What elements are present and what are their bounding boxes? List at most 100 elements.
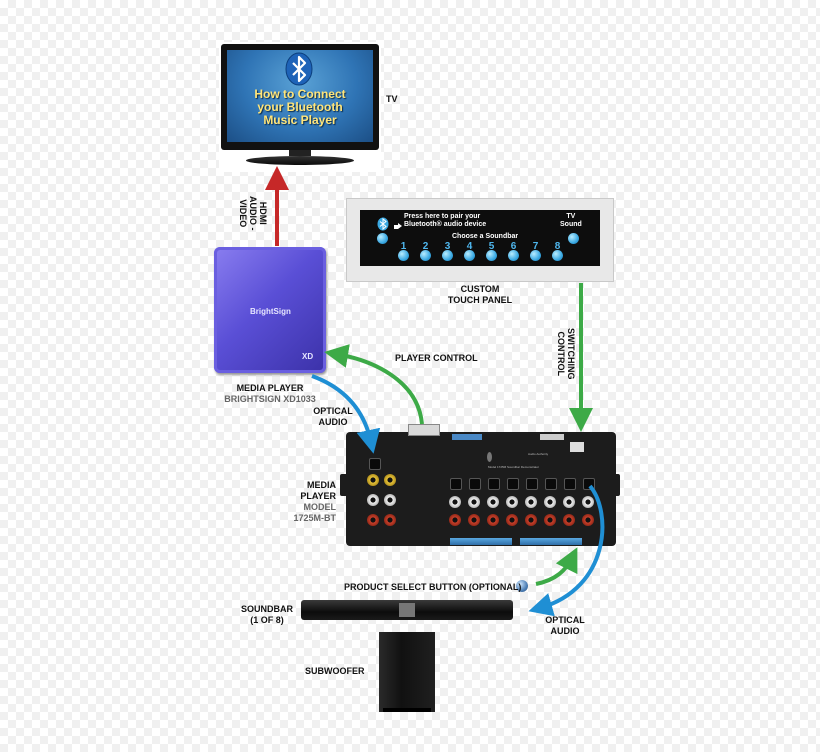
tv-screen-text: How to Connect your Bluetooth Music Play… [227, 88, 373, 127]
hdmi-label-line-2: AUDIO - [248, 196, 258, 231]
tv-sound-button[interactable] [568, 233, 579, 244]
controller-mount-left [340, 474, 348, 496]
tv-sound-line-2: Sound [560, 221, 582, 228]
soundbar-button-2-label: 2 [422, 241, 429, 252]
right-output-2[interactable] [468, 514, 480, 526]
left-output-4[interactable] [506, 496, 518, 508]
tv-screen-line-1: How to Connect [254, 87, 346, 101]
input-left-jack-2[interactable] [384, 494, 396, 506]
left-output-7[interactable] [563, 496, 575, 508]
optical-output-3[interactable] [488, 478, 500, 490]
right-output-6[interactable] [544, 514, 556, 526]
input-left-jack[interactable] [367, 494, 379, 506]
soundbar-button-8[interactable] [552, 250, 563, 261]
tv-sound-label: TV Sound [560, 213, 582, 229]
soundbar-button-6-label: 6 [510, 241, 517, 252]
right-output-7[interactable] [563, 514, 575, 526]
controller-label-line-2: MODEL 1725M-BT [293, 502, 336, 523]
optical-top-line-2: AUDIO [318, 417, 348, 427]
tv-label: TV [386, 94, 398, 104]
soundbar-button-5[interactable] [486, 250, 497, 261]
soundbar-button-1-label: 1 [400, 241, 407, 252]
soundbar-button-4-label: 4 [466, 241, 473, 252]
controller-brand: Audio Authority [528, 452, 549, 456]
left-output-5[interactable] [525, 496, 537, 508]
optical-bottom-line-1: OPTICAL [545, 615, 585, 625]
media-player-label-line-1: MEDIA PLAYER [236, 383, 304, 393]
pair-line-1: Press here to pair your [404, 213, 481, 220]
brightsign-player [214, 247, 326, 373]
hand-pointer-icon [394, 223, 402, 229]
pair-bluetooth-button[interactable] [377, 233, 388, 244]
bluetooth-icon [285, 52, 313, 86]
soundbar-label-line-1: SOUNDBAR [240, 604, 293, 614]
pair-line-2: Bluetooth® audio device [404, 221, 487, 228]
right-output-8[interactable] [582, 514, 594, 526]
right-output-1[interactable] [449, 514, 461, 526]
top-terminal-block [540, 434, 564, 440]
right-output-3[interactable] [487, 514, 499, 526]
db9-connector [408, 424, 440, 436]
dip-switches [452, 434, 482, 440]
media-player-label-line-2: BRIGHTSIGN XD1033 [224, 394, 316, 404]
left-output-6[interactable] [544, 496, 556, 508]
hdmi-label: HDMI AUDIO - VIDEO [236, 196, 268, 248]
tv-stand-base [246, 156, 354, 165]
optical-output-8[interactable] [583, 478, 595, 490]
optical-output-6[interactable] [545, 478, 557, 490]
left-output-1[interactable] [449, 496, 461, 508]
input-digital-jack-2[interactable] [384, 474, 396, 486]
input-right-jack-2[interactable] [384, 514, 396, 526]
pair-instructions: Press here to pair your Bluetooth® audio… [404, 213, 486, 229]
optical-output-5[interactable] [526, 478, 538, 490]
tv-screen-line-2: your Bluetooth [257, 100, 343, 114]
optical-output-4[interactable] [507, 478, 519, 490]
soundbar-button-3[interactable] [442, 250, 453, 261]
touch-panel-label-line-1: CUSTOM [460, 284, 500, 294]
controller-mount-right [612, 474, 620, 496]
optical-output-1[interactable] [450, 478, 462, 490]
input-right-jack[interactable] [367, 514, 379, 526]
soundbar-button-6[interactable] [508, 250, 519, 261]
right-output-4[interactable] [506, 514, 518, 526]
player-control-label: PLAYER CONTROL [395, 353, 478, 363]
controller-bluetooth-icon [487, 452, 492, 462]
soundbar-button-4[interactable] [464, 250, 475, 261]
soundbar-label: SOUNDBAR (1 OF 8) [232, 604, 302, 626]
optical-audio-top-label: OPTICAL AUDIO [308, 406, 358, 428]
soundbar-button-7-label: 7 [532, 241, 539, 252]
tv-sound-line-1: TV [566, 213, 576, 220]
subwoofer [379, 632, 435, 712]
choose-soundbar-label: Choose a Soundbar [452, 233, 519, 240]
controller-label-line-1: MEDIA PLAYER [300, 480, 336, 501]
controller-model: Model 1725M Soundbar Demonstrator [488, 465, 540, 469]
optical-output-7[interactable] [564, 478, 576, 490]
brightsign-model-mark: XD [302, 352, 314, 361]
touch-panel-label: CUSTOM TOUCH PANEL [430, 284, 530, 306]
soundbar-button-5-label: 5 [488, 241, 495, 252]
soundbar-button-1[interactable] [398, 250, 409, 261]
optical-input-port[interactable] [369, 458, 381, 470]
subwoofer-foot [383, 708, 431, 712]
right-output-5[interactable] [525, 514, 537, 526]
left-output-8[interactable] [582, 496, 594, 508]
optical-audio-bottom-label: OPTICAL AUDIO [540, 615, 590, 637]
soundbar-button-7[interactable] [530, 250, 541, 261]
media-player-label: MEDIA PLAYER BRIGHTSIGN XD1033 [210, 383, 330, 405]
bottom-terminal-block-2 [520, 538, 582, 545]
product-select-label: PRODUCT SELECT BUTTON (OPTIONAL) [344, 582, 522, 592]
touch-panel-bluetooth-icon[interactable] [377, 217, 389, 231]
brightsign-logo: BrightSign [250, 307, 291, 316]
tv-screen-line-3: Music Player [263, 113, 337, 127]
input-digital-jack[interactable] [367, 474, 379, 486]
optical-output-2[interactable] [469, 478, 481, 490]
switching-control-label: SWITCHING CONTROL [552, 322, 576, 380]
soundbar-button-2[interactable] [420, 250, 431, 261]
left-output-3[interactable] [487, 496, 499, 508]
soundbar-button-3-label: 3 [444, 241, 451, 252]
control-port [570, 442, 584, 452]
product-select-button-icon[interactable] [516, 580, 528, 592]
optical-top-line-1: OPTICAL [313, 406, 353, 416]
left-output-2[interactable] [468, 496, 480, 508]
bottom-terminal-block-1 [450, 538, 512, 545]
